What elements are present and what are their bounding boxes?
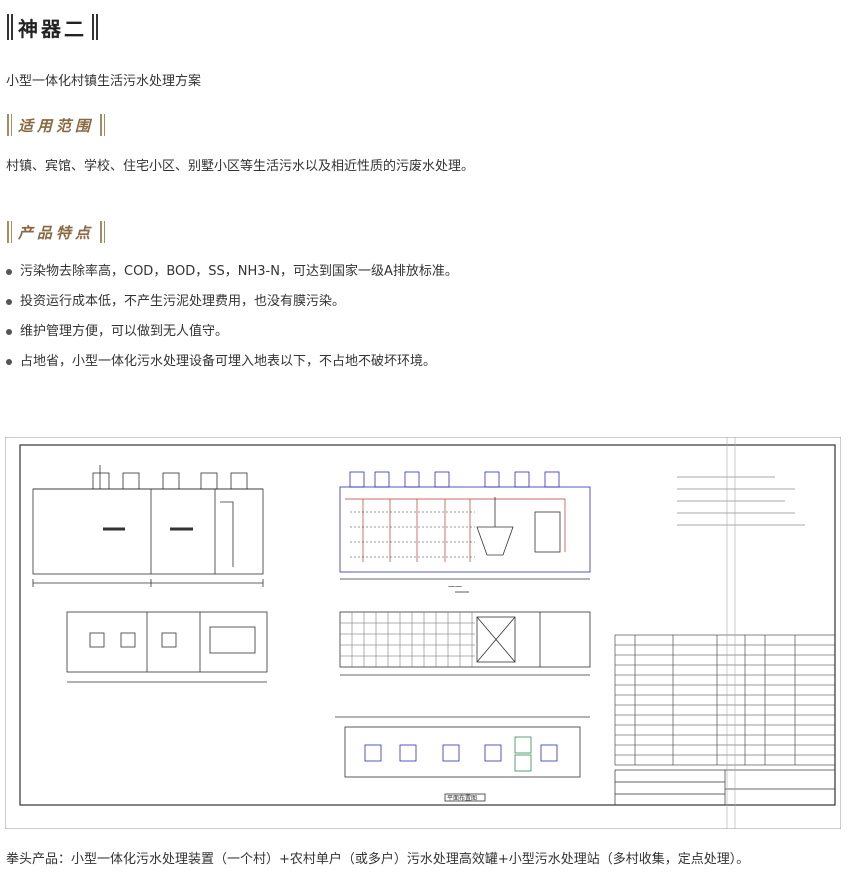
page-title: 神器二 [6, 12, 99, 42]
plan-view-label: 平面布置图 [447, 794, 477, 802]
section-view-top [339, 471, 591, 593]
title-bar-left-2 [11, 14, 13, 40]
feature-item: 占地省，小型一体化污水处理设备可埋入地表以下，不占地不破坏环境。 [6, 352, 458, 382]
feature-item: 投资运行成本低，不产生污泥处理费用，也没有膜污染。 [6, 292, 458, 322]
feature-list: 污染物去除率高，COD，BOD，SS，NH3-N，可达到国家一级A排放标准。 投… [6, 262, 458, 382]
side-view-left [32, 465, 264, 587]
bullet-dot [6, 269, 12, 275]
section-view-label: 一一 [448, 583, 462, 591]
title-bar-left [7, 14, 9, 40]
features-heading: 产品特点 [6, 219, 106, 245]
scope-heading-text: 适用范围 [18, 116, 95, 135]
title-bar-right [92, 14, 94, 40]
title-bar-right-2 [96, 14, 98, 40]
parts-table [614, 634, 836, 766]
scope-heading: 适用范围 [6, 112, 106, 138]
product-caption: 拳头产品：小型一体化污水处理装置（一个村）+农村单户（或多户）污水处理高效罐+小… [6, 852, 750, 867]
scope-text: 村镇、宾馆、学校、住宅小区、别墅小区等生活污水以及相近性质的污废水处理。 [6, 159, 475, 174]
page-title-text: 神器二 [18, 16, 87, 41]
title-block [614, 769, 836, 806]
bullet-dot [6, 299, 12, 305]
notes-block [677, 476, 805, 526]
grid-plan-view [339, 611, 591, 676]
features-heading-text: 产品特点 [18, 223, 95, 242]
feature-item: 维护管理方便，可以做到无人值守。 [6, 322, 458, 352]
top-view-left [66, 611, 268, 683]
feature-item: 污染物去除率高，COD，BOD，SS，NH3-N，可达到国家一级A排放标准。 [6, 262, 458, 292]
bullet-dot [6, 329, 12, 335]
page-subtitle: 小型一体化村镇生活污水处理方案 [6, 74, 202, 89]
watermark-lines [726, 437, 736, 829]
bottom-plan-view [335, 716, 590, 802]
bullet-dot [6, 359, 12, 365]
